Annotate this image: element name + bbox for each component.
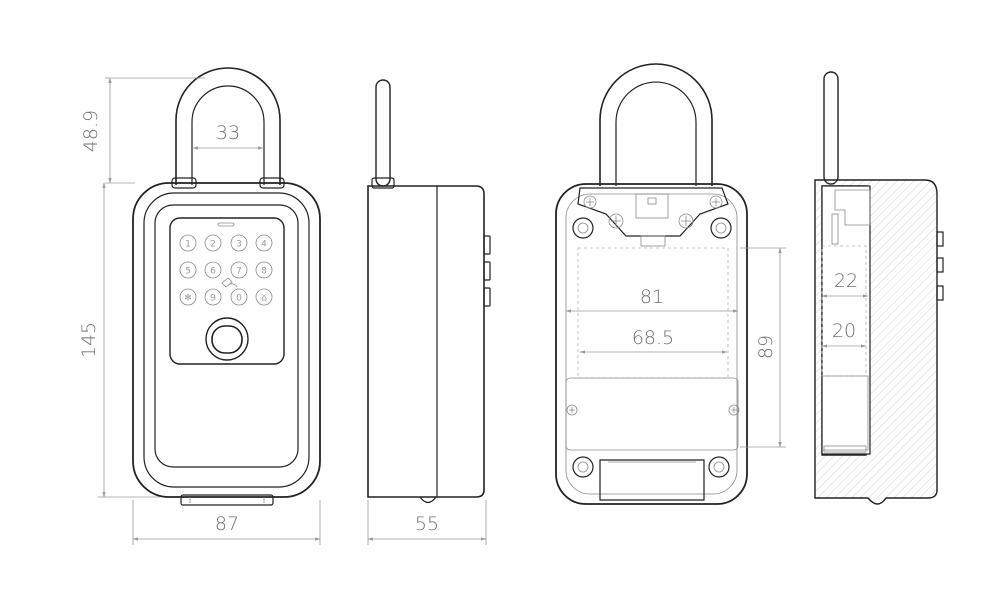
svg-text:9: 9 bbox=[210, 294, 216, 304]
svg-text:0: 0 bbox=[236, 294, 242, 304]
keypad-key: 1 bbox=[179, 234, 197, 252]
svg-text:2: 2 bbox=[210, 240, 216, 250]
svg-text:8: 8 bbox=[261, 267, 267, 277]
keypad-key: 3 bbox=[230, 234, 248, 252]
section-view: 22 20 bbox=[814, 71, 944, 505]
keypad-key: ✻ bbox=[179, 288, 197, 306]
keypad-key: 8 bbox=[255, 261, 273, 279]
keypad: 1 2 3 4 5 6 7 8 ✻ 9 0 ⌂ bbox=[179, 234, 273, 306]
side-view: 55 bbox=[367, 79, 491, 545]
svg-text:7: 7 bbox=[236, 267, 242, 277]
dim-inner-width-small: 68.5 bbox=[632, 327, 674, 349]
svg-text:1: 1 bbox=[185, 240, 191, 250]
interior-view: 81 68.5 89 bbox=[555, 63, 786, 505]
svg-text:6: 6 bbox=[210, 267, 216, 277]
dim-inner-depth-top: 22 bbox=[834, 270, 858, 292]
keypad-key: 7 bbox=[230, 261, 248, 279]
svg-text:4: 4 bbox=[261, 240, 267, 250]
svg-text:⌂: ⌂ bbox=[261, 294, 267, 304]
keypad-key: 0 bbox=[230, 288, 248, 306]
keypad-key: ⌂ bbox=[255, 288, 273, 306]
dim-shackle-width: 33 bbox=[216, 122, 240, 144]
keypad-key: 5 bbox=[179, 261, 197, 279]
logo-icon bbox=[221, 277, 238, 288]
dim-inner-width: 81 bbox=[640, 286, 664, 308]
dim-shackle-height: 48.9 bbox=[80, 110, 102, 152]
svg-text:3: 3 bbox=[236, 240, 242, 250]
keypad-key: 4 bbox=[255, 234, 273, 252]
keypad-key: 2 bbox=[204, 234, 222, 252]
dim-body-height: 145 bbox=[78, 322, 100, 358]
svg-text:✻: ✻ bbox=[184, 294, 192, 304]
dim-depth: 55 bbox=[415, 513, 439, 535]
keypad-key: 6 bbox=[204, 261, 222, 279]
dim-inner-depth-bottom: 20 bbox=[832, 320, 856, 342]
dim-inner-height: 89 bbox=[755, 335, 777, 359]
keypad-key: 9 bbox=[204, 288, 222, 306]
dim-body-width: 87 bbox=[215, 513, 239, 535]
front-view: 1 2 3 4 5 6 7 8 ✻ 9 0 ⌂ 48.9 145 33 bbox=[78, 67, 321, 545]
svg-text:5: 5 bbox=[185, 267, 191, 277]
